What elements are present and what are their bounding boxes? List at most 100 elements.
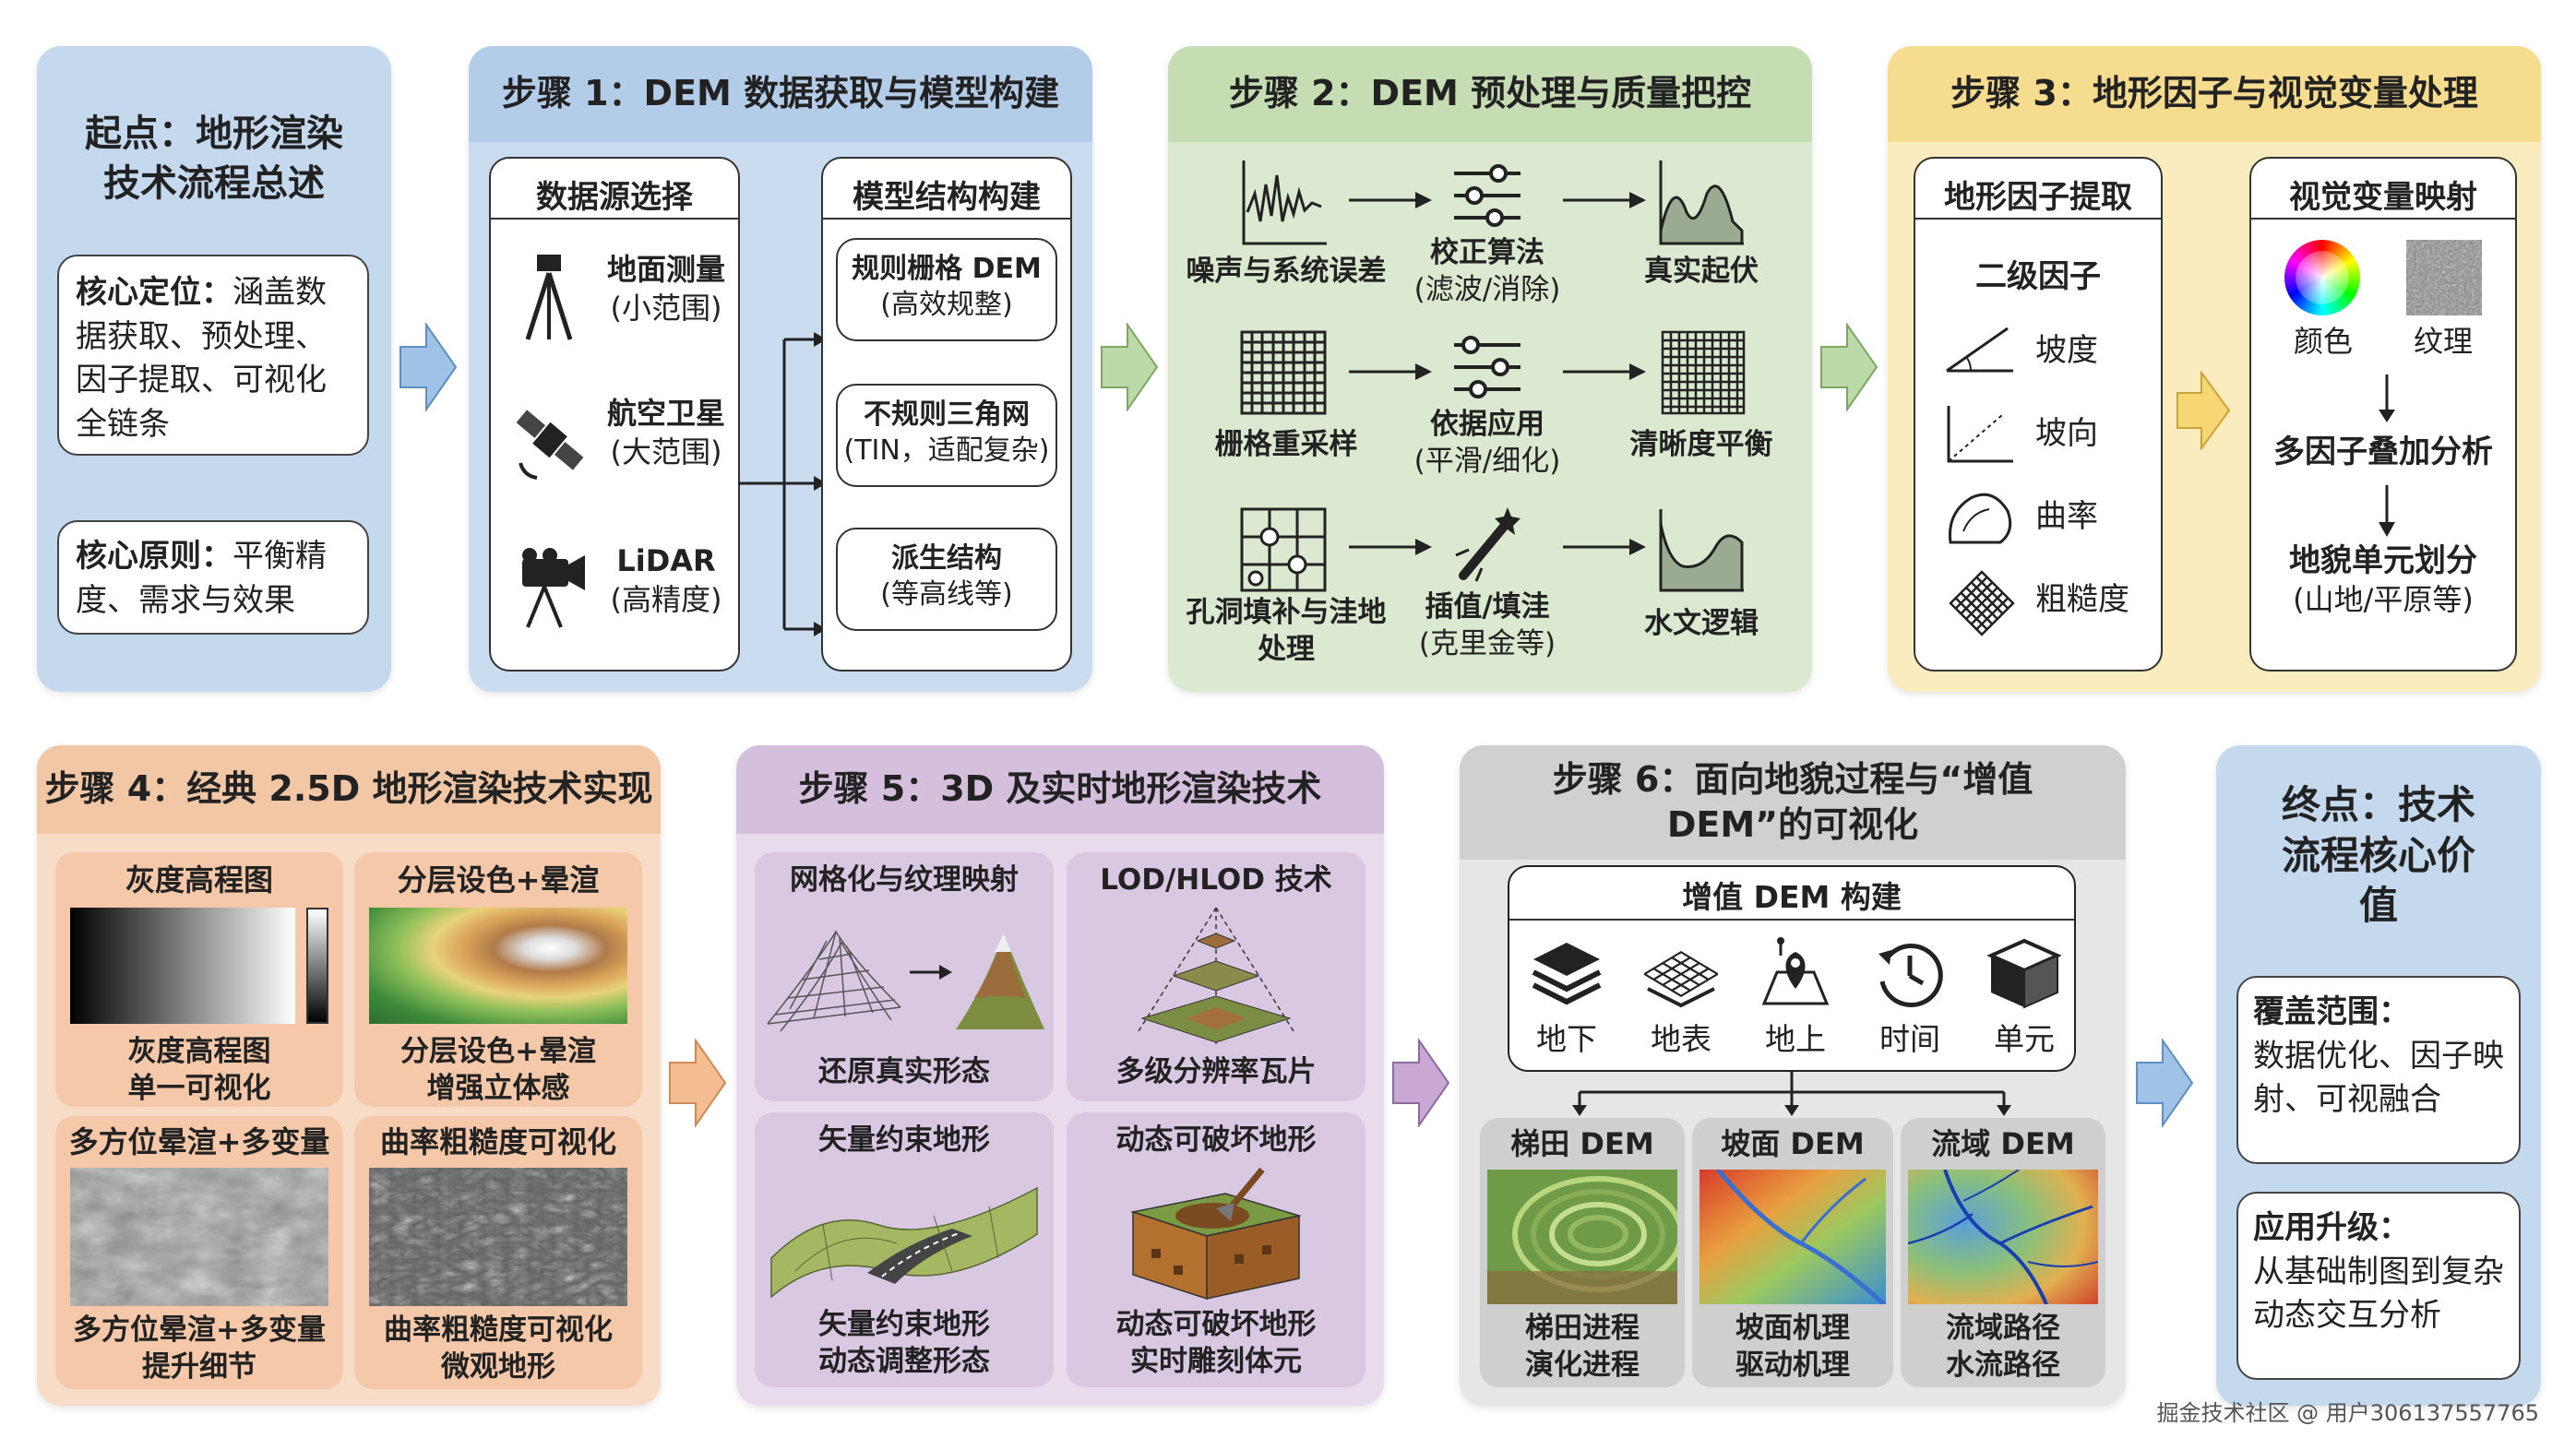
step4-cell-3-l1: 多方位晕渲+多变量 xyxy=(73,1313,326,1347)
step5-cell-2-l1: 多级分辨率瓦片 xyxy=(1115,1055,1317,1088)
lod-pyramid-image xyxy=(1138,907,1294,1044)
icon-label-3: 地上 xyxy=(1765,1021,1826,1057)
step5-cell-2-head: LOD/HLOD 技术 xyxy=(1100,863,1332,897)
row3-method-note: (克里金等) xyxy=(1418,627,1556,661)
row2-slider-icon xyxy=(1454,336,1521,398)
upgrade-text: 从基础制图到复杂动态交互分析 xyxy=(2253,1253,2504,1335)
step6-title: 步骤 6：面向地貌过程与“增值 DEM”的可视化 xyxy=(1460,745,2126,860)
step4-cell-1: 灰度高程图 灰度高程图单一可视化 xyxy=(55,852,343,1107)
factor-title: 地形因子提取 xyxy=(1944,179,2132,216)
row3-result: 水文逻辑 xyxy=(1644,607,1759,640)
satellite-icon xyxy=(516,410,584,480)
dem-head-1: 梯田 DEM xyxy=(1510,1126,1654,1161)
step6-panel: 步骤 6：面向地貌过程与“增值 DEM”的可视化 增值 DEM 构建 地下 地表… xyxy=(1460,745,2126,1406)
row3-method: 插值/填洼 xyxy=(1425,590,1550,624)
flow-arrow-2 xyxy=(1101,323,1159,411)
step4-cell-1-l1: 灰度高程图 xyxy=(127,1035,271,1068)
row2-arrow-a xyxy=(1349,363,1432,380)
model-note-2: (TIN，适配复杂) xyxy=(843,434,1050,467)
flow-arrow-4 xyxy=(669,1039,727,1127)
step5-cell-4-l2: 实时雕刻体元 xyxy=(1130,1345,1302,1379)
source-note-1: (小范围) xyxy=(610,290,722,326)
start-title: 起点：地形渲染技术流程总述 xyxy=(85,113,343,205)
row1-method-note: (滤波/消除) xyxy=(1413,273,1561,307)
unit-cube-icon xyxy=(1987,938,2061,1009)
row1-arrow-a xyxy=(1349,192,1432,208)
step4-cell-1-head: 灰度高程图 xyxy=(125,862,273,897)
coverage-text: 数据优化、因子映射、可视融合 xyxy=(2253,1037,2504,1119)
visual-unit: 地貌单元划分 xyxy=(2289,542,2477,579)
model-structure-title: 模型结构构建 xyxy=(853,179,1041,216)
row2-method-note: (平滑/细化) xyxy=(1413,445,1561,479)
step5-cell-4-head: 动态可破坏地形 xyxy=(1115,1123,1317,1157)
visual-overlay: 多因子叠加分析 xyxy=(2273,434,2493,470)
source-model-connector xyxy=(738,332,827,636)
source-note-3: (高精度) xyxy=(610,581,722,617)
step5-cell-4-l1: 动态可破坏地形 xyxy=(1115,1308,1317,1341)
step4-cell-2-l2: 增强立体感 xyxy=(426,1072,570,1106)
step5-cell-1-head: 网格化与纹理映射 xyxy=(790,863,1019,897)
row2-method: 依据应用 xyxy=(1430,408,1544,441)
flow-arrow-3 xyxy=(1820,323,1878,411)
model-card-1: 规则栅格 DEM(高效规整) xyxy=(836,238,1057,341)
data-source-title: 数据源选择 xyxy=(536,179,693,216)
curvature-roughness-image xyxy=(369,1168,627,1306)
icon-label-1: 地下 xyxy=(1536,1021,1597,1057)
step5-panel: 步骤 5：3D 及实时地形渲染技术 网格化与纹理映射 还原真实形态 LOD/HL… xyxy=(736,745,1384,1406)
dem-l2-1: 演化进程 xyxy=(1525,1349,1640,1383)
lidar-icon xyxy=(522,548,585,628)
flow-arrow-6 xyxy=(2136,1039,2194,1127)
step4-cell-3-head: 多方位晕渲+多变量 xyxy=(68,1124,330,1159)
upgrade-label: 应用升级： xyxy=(2253,1209,2410,1246)
hydrology-profile-icon xyxy=(1659,509,1744,592)
factor-2: 坡向 xyxy=(2035,415,2098,452)
texture-icon xyxy=(2406,240,2482,315)
dem-head-2: 坡面 DEM xyxy=(1721,1126,1865,1161)
step4-cell-1-l2: 单一可视化 xyxy=(127,1072,271,1106)
core-position-card: 核心定位：涵盖数据获取、预处理、因子提取、可视化全链条 xyxy=(57,255,369,456)
row2-issue: 栅格重采样 xyxy=(1214,428,1358,461)
step4-cell-2-l1: 分层设色+晕渲 xyxy=(400,1035,596,1068)
source-name-2: 航空卫星 xyxy=(606,396,725,431)
survey-tripod-icon xyxy=(525,255,573,340)
slope-icon xyxy=(1946,327,2013,373)
dem-l1-1: 梯田进程 xyxy=(1525,1312,1640,1345)
grayscale-legend-bar xyxy=(306,908,328,1024)
hole-fill-icon xyxy=(1240,507,1327,592)
model-structure-box: 模型结构构建 规则栅格 DEM(高效规整) 不规则三角网(TIN，适配复杂) 派… xyxy=(821,157,1072,671)
source-name-1: 地面测量 xyxy=(606,252,725,287)
step5-cell-3-l2: 动态调整形态 xyxy=(818,1345,990,1379)
row1-issue: 噪声与系统误差 xyxy=(1186,255,1387,288)
aspect-icon xyxy=(1947,406,2013,463)
flow-arrow-1 xyxy=(400,323,458,411)
watershed-dem-card: 流域 DEM 流域路径水流路径 xyxy=(1901,1118,2105,1387)
visual-texture: 纹理 xyxy=(2413,324,2473,359)
data-source-box: 数据源选择 地面测量(小范围) 航空卫星(大范围) LiDAR(高精度) xyxy=(489,157,740,671)
start-panel: 起点：地形渲染技术流程总述 核心定位：涵盖数据获取、预处理、因子提取、可视化全链… xyxy=(37,46,391,692)
factor-subtitle: 二级因子 xyxy=(1975,258,2101,295)
factor-1: 坡度 xyxy=(2035,332,2098,369)
vector-constrained-terrain-image xyxy=(770,1186,1038,1299)
dem-l2-2: 驱动机理 xyxy=(1735,1349,1850,1383)
visual-box: 视觉变量映射 颜色 纹理 多因子叠加分析 地貌单元划分(山地/平原等) xyxy=(2249,157,2517,671)
fine-grid-icon xyxy=(1661,330,1746,415)
dem-head-3: 流域 DEM xyxy=(1931,1126,2075,1161)
grayscale-dem-image xyxy=(70,908,295,1024)
factor-box: 地形因子提取 二级因子 坡度 坡向 曲率 粗糙度 xyxy=(1914,157,2163,671)
step5-cell-3-l1: 矢量约束地形 xyxy=(818,1308,990,1341)
destructible-terrain-image xyxy=(1130,1167,1302,1301)
step4-cell-4-l1: 曲率粗糙度可视化 xyxy=(384,1313,613,1347)
step4-cell-2: 分层设色+晕渲 分层设色+晕渲增强立体感 xyxy=(354,852,642,1107)
row1-slider-icon xyxy=(1454,164,1521,227)
model-name-2: 不规则三角网 xyxy=(864,398,1030,431)
row2-arrow-b xyxy=(1563,363,1646,380)
multidirectional-hillshade-image xyxy=(70,1168,328,1306)
flow-arrow-5 xyxy=(1392,1039,1450,1127)
dem-connector xyxy=(1572,1072,2011,1116)
step5-cell-1-l1: 还原真实形态 xyxy=(818,1055,990,1088)
value-added-dem-title: 增值 DEM 构建 xyxy=(1682,879,1902,915)
dem-l2-3: 水流路径 xyxy=(1946,1349,2060,1383)
upgrade-card: 应用升级： 从基础制图到复杂动态交互分析 xyxy=(2236,1192,2521,1380)
step5-cell-4: 动态可破坏地形 动态可破坏地形实时雕刻体元 xyxy=(1067,1112,1366,1387)
terrain-relief-icon xyxy=(1659,160,1744,245)
